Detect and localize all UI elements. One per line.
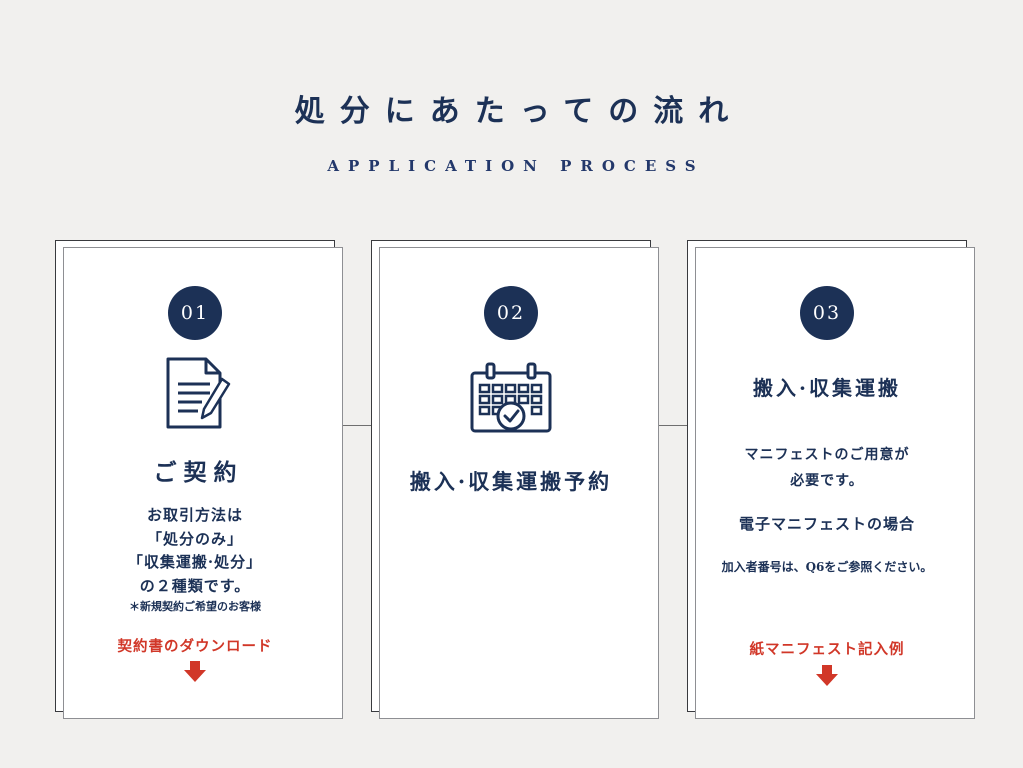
contract-document-icon [154,353,236,443]
step-description: お取引方法は 「処分のみ」 「収集運搬·処分」 の２種類です。 [56,504,334,598]
step-description-line: の２種類です。 [139,576,251,595]
step-connector-line-1 [335,425,372,426]
step-card-manifest: 03 搬入·収集運搬 マニフェストのご用意が 必要です。 電子マニフェストの場合… [687,240,975,719]
step-description-line: 「処分のみ」 [146,529,243,548]
step-card-reservation: 02 搬入·収集運搬 [371,240,659,719]
step-description-line: 必要です。 [790,473,864,489]
step-title: ご契約 [153,459,244,486]
step-description-line: 「収集運搬·処分」 [127,553,263,571]
arrow-stem [822,665,832,674]
page-title: 処分にあたっての流れ [294,94,744,129]
step-subheading: 電子マニフェストの場合 [738,515,915,533]
step-number-badge: 01 [168,286,222,340]
step-description: マニフェストのご用意が 必要です。 [688,442,966,494]
step-title: 搬入·収集運搬予約 [409,469,613,494]
step-title: 搬入·収集運搬 [753,376,901,400]
step-note: 加入者番号は、Q6をご参照ください。 [721,560,933,574]
step-description-line: お取引方法は [146,506,243,524]
step-description-line: マニフェストのご用意が [744,447,910,463]
step-number-badge: 03 [800,286,854,340]
step-note: ＊新規契約ご希望のお客様 [129,600,261,613]
page-subtitle: APPLICATION PROCESS [327,157,705,175]
download-arrow-icon [816,665,838,686]
download-arrow-icon [184,661,206,682]
arrow-head [816,674,838,686]
manifest-example-link[interactable]: 紙マニフェスト記入例 [749,641,905,658]
arrow-head [184,670,206,682]
step-connector-line-2 [651,425,688,426]
arrow-stem [190,661,200,670]
step-number-badge: 02 [484,286,538,340]
step-card-contract: 01 ご契約 お取引方法は 「処分のみ」 「収集運搬·処分」 の２種類です。 ＊… [55,240,343,719]
calendar-check-icon [467,361,555,441]
contract-download-link[interactable]: 契約書のダウンロード [117,638,273,655]
